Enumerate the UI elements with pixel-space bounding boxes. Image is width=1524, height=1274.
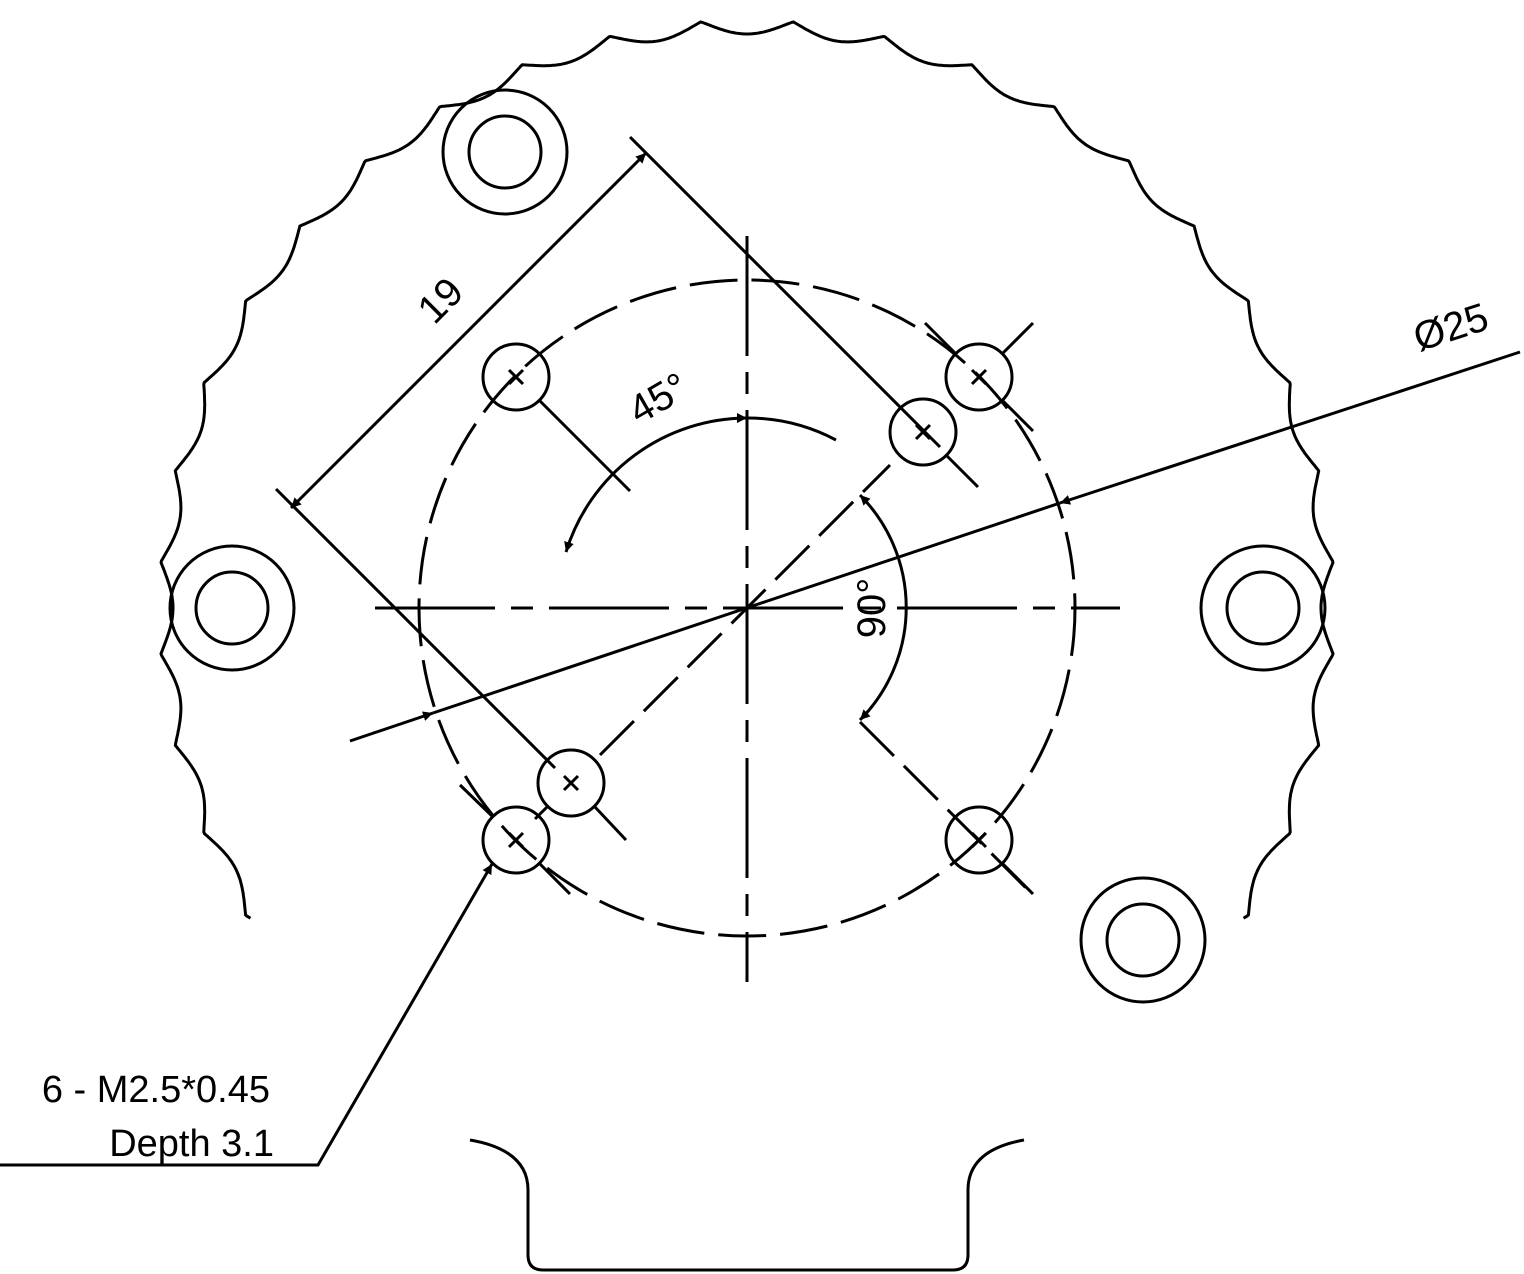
hole-lower-right — [944, 805, 1035, 896]
hole-lower-left-inner — [533, 748, 628, 842]
dimension-diameter-25 — [349, 350, 1521, 743]
scalloped-edge — [159, 20, 1335, 920]
dimension-90-degree — [858, 493, 908, 722]
dimension-19 — [274, 135, 942, 770]
diameter-through-line — [432, 501, 1061, 715]
diameter-label: Ø25 — [1408, 295, 1494, 360]
hole-upper-right-outer — [923, 321, 1035, 433]
dimension-line-19 — [289, 151, 648, 510]
thread-callout-leader — [0, 863, 494, 1167]
diameter-leader-right — [1059, 350, 1521, 505]
bottom-tab — [469, 1138, 1025, 1272]
dimension-45-label: 45° — [621, 365, 695, 433]
extension-line-top — [628, 135, 942, 449]
pitch-circle — [417, 278, 1077, 938]
counterbore-left — [168, 544, 296, 672]
hole-upper-left — [481, 342, 632, 493]
angle-arc-45 — [564, 413, 748, 553]
callout-thread-text: 6 - M2.5*0.45 — [42, 1069, 270, 1111]
dimension-19-label: 19 — [410, 270, 473, 333]
part-outline — [159, 20, 1335, 1272]
diameter-leader-left — [349, 711, 434, 743]
counterbore-bottom-right — [1079, 876, 1207, 1004]
dimension-45-degree — [564, 413, 837, 553]
angle-arc-90 — [858, 493, 908, 722]
counterbore-top-left — [441, 88, 569, 216]
dimension-90-label: 90° — [850, 578, 894, 639]
hole-lower-left-outer — [458, 783, 572, 896]
extension-line-bottom — [274, 487, 557, 770]
angle-arc-45-extension — [746, 416, 837, 442]
callout-depth-text: Depth 3.1 — [109, 1123, 274, 1165]
counterbore-right — [1199, 544, 1327, 672]
leader-line — [0, 863, 494, 1167]
